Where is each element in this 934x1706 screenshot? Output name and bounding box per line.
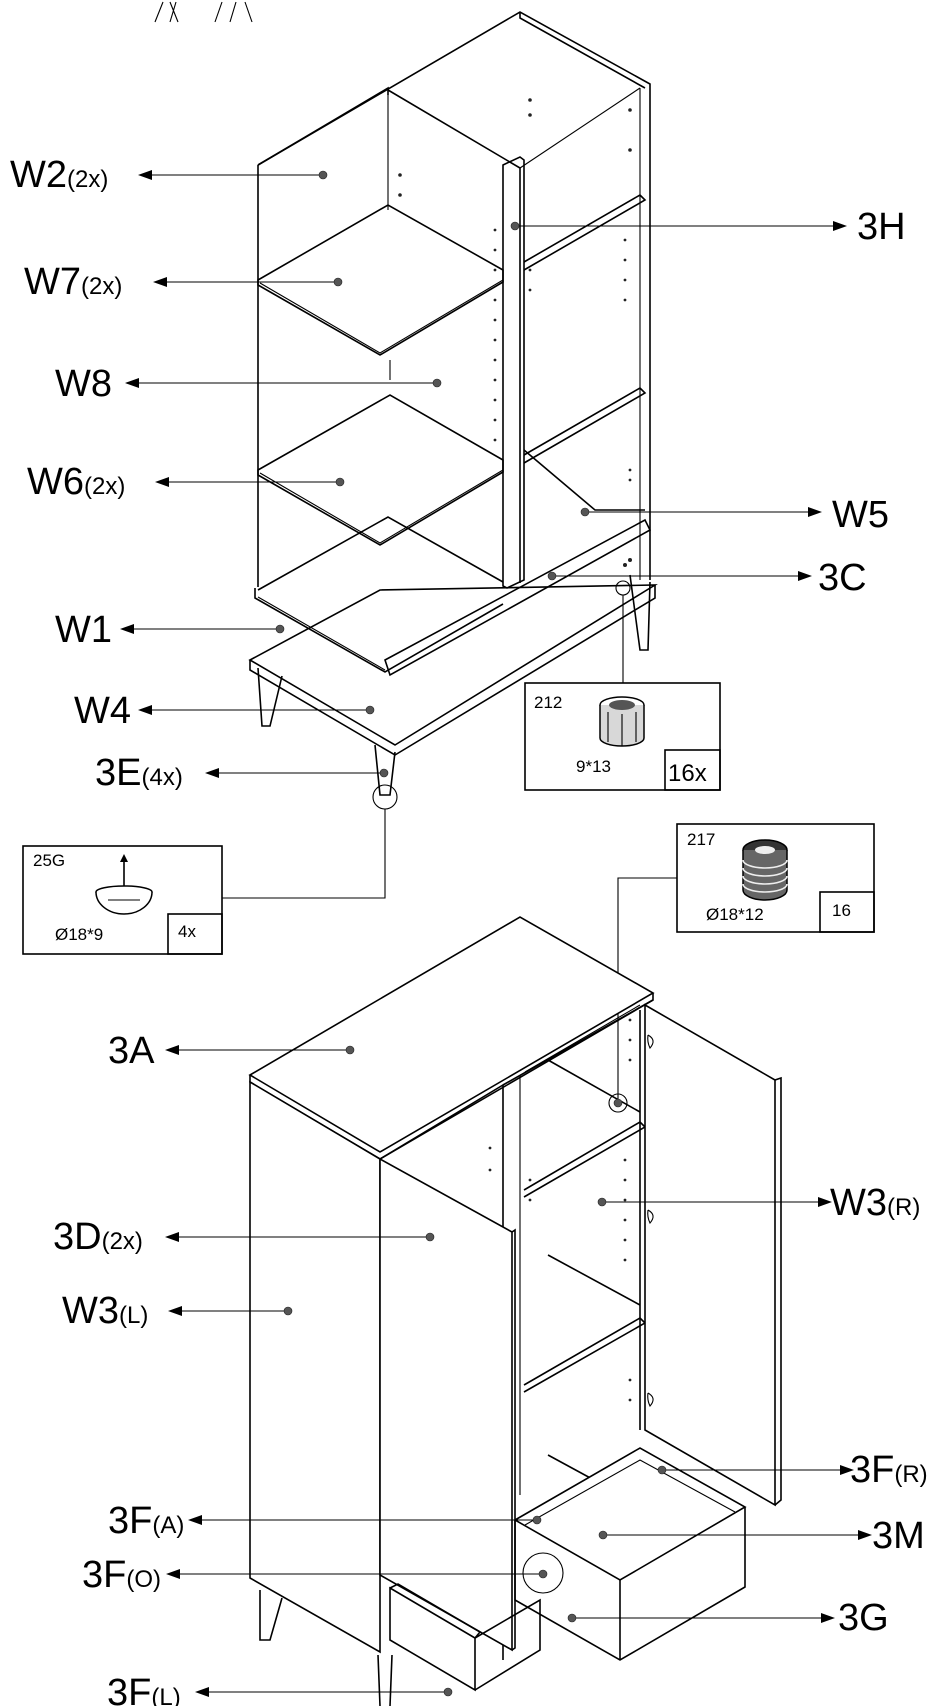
label-W6-qty: (2x) [84, 473, 125, 500]
part-212-size: 9*13 [576, 757, 611, 776]
svg-text:3M: 3M [872, 1515, 925, 1557]
label-W3L-side: (L) [119, 1302, 148, 1329]
glide-25G-icon [95, 854, 153, 915]
svg-text:3H: 3H [857, 206, 906, 248]
label-3M: 3M [872, 1515, 925, 1557]
label-W3R-side: (R) [887, 1194, 920, 1221]
part-25G-code: 25G [33, 851, 65, 870]
label-W3L: W3 [62, 1290, 119, 1332]
connector-217-icon [742, 839, 788, 901]
svg-text:3F(R): 3F(R) [850, 1449, 928, 1491]
label-W6: W6 [27, 461, 84, 503]
label-3E-qty: (4x) [141, 764, 182, 791]
label-3FO: 3F [82, 1554, 126, 1596]
svg-text:W6(2x): W6(2x) [27, 461, 125, 503]
svg-text:3F(L): 3F(L) [107, 1672, 181, 1706]
dowel-212-icon [599, 696, 645, 747]
leaders-top [120, 170, 847, 899]
closed-cabinet [248, 916, 782, 1706]
svg-text:W7(2x): W7(2x) [24, 261, 122, 303]
label-W2: W2 [10, 154, 67, 196]
svg-text:3E(4x): 3E(4x) [95, 752, 183, 794]
label-3FL: 3F [107, 1672, 151, 1706]
svg-text:3F(O): 3F(O) [82, 1554, 161, 1596]
svg-text:3C: 3C [818, 557, 867, 599]
part-212-code: 212 [534, 693, 562, 712]
part-217-code: 217 [687, 830, 715, 849]
open-cabinet [248, 11, 658, 796]
leaders-bottom [165, 1045, 872, 1697]
label-3FA-side: (A) [152, 1512, 184, 1539]
label-W4: W4 [74, 690, 131, 732]
label-3FA: 3F [108, 1500, 152, 1542]
label-3FO-side: (O) [126, 1566, 161, 1593]
part-25G-qty: 4x [178, 922, 196, 941]
label-3H: 3H [857, 206, 906, 248]
label-W8: W8 [55, 363, 112, 405]
part-box-212 [524, 682, 721, 791]
label-3A: 3A [108, 1030, 155, 1072]
top-leg-fragments [154, 1, 253, 23]
label-3C: 3C [818, 557, 867, 599]
svg-text:W3(R): W3(R) [830, 1182, 920, 1224]
label-3D-qty: (2x) [102, 1228, 143, 1255]
svg-text:W2(2x): W2(2x) [10, 154, 108, 196]
label-3E: 3E [95, 752, 141, 794]
label-W2-qty: (2x) [67, 166, 108, 193]
svg-text:W4: W4 [74, 690, 131, 732]
svg-text:W8: W8 [55, 363, 112, 405]
svg-text:3D(2x): 3D(2x) [53, 1216, 143, 1258]
part-217-qty: 16 [832, 901, 851, 920]
part-212-qty: 16x [668, 760, 707, 787]
label-W7-qty: (2x) [81, 273, 122, 300]
label-3FL-side: (L) [151, 1684, 180, 1706]
part-217-size: Ø18*12 [706, 905, 764, 924]
part-25G-size: Ø18*9 [55, 925, 103, 944]
svg-text:W3(L): W3(L) [62, 1290, 148, 1332]
svg-text:W5: W5 [832, 494, 889, 536]
svg-text:3F(A): 3F(A) [108, 1500, 184, 1542]
label-3G: 3G [838, 1597, 889, 1639]
svg-text:3A: 3A [108, 1030, 155, 1072]
label-3FR-side: (R) [894, 1461, 927, 1488]
label-W5: W5 [832, 494, 889, 536]
svg-text:3G: 3G [838, 1597, 889, 1639]
svg-text:W1: W1 [55, 609, 112, 651]
label-W1: W1 [55, 609, 112, 651]
label-W7: W7 [24, 261, 81, 303]
label-W3R: W3 [830, 1182, 887, 1224]
part-labels: W2(2x) W7(2x) W8 W6(2x) W1 W4 3E(4x) 3H … [10, 154, 928, 1706]
part-box-25G [22, 845, 223, 955]
label-3D: 3D [53, 1216, 102, 1258]
part-box-217 [617, 823, 875, 1103]
hinge-icons [647, 1034, 654, 1407]
label-3FR: 3F [850, 1449, 894, 1491]
